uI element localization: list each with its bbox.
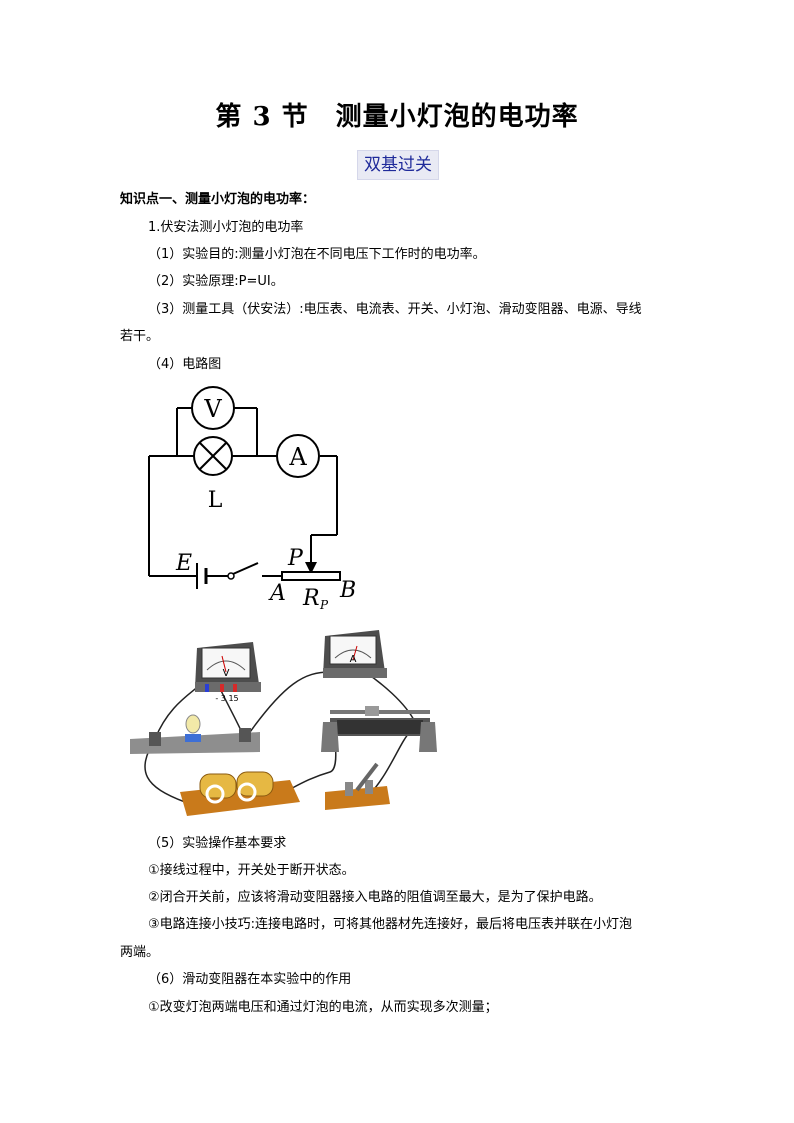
battery-box: [180, 771, 300, 816]
item-operation-3-line2: 两端。: [120, 945, 160, 960]
knowledge-point-heading: 知识点一、测量小灯泡的电功率：: [120, 192, 316, 207]
slider-arrow-icon: [305, 562, 317, 574]
rheostat-subscript: P: [319, 598, 329, 610]
source-label: E: [175, 551, 192, 576]
slider-label: P: [287, 546, 304, 571]
item-rheostat-role-1: ①改变灯泡两端电压和通过灯泡的电流，从而实现多次测量；: [148, 1000, 498, 1015]
wire: [369, 731, 411, 795]
experiment-setup-illustration: V - 3 15 A: [130, 630, 437, 816]
lamp-board: [130, 732, 260, 754]
voltmeter-face-label: V: [223, 668, 230, 679]
item-operation-3-line1: ③电路连接小技巧:连接电路时，可将其他器材先连接好，最后将电压表并联在小灯泡: [148, 917, 633, 932]
lamp-label: L: [208, 488, 223, 513]
switch-blade: [232, 562, 259, 575]
item-purpose: （1）实验目的:测量小灯泡在不同电压下工作时的电功率。: [148, 247, 486, 262]
voltmeter-device: V - 3 15: [195, 642, 261, 703]
rheostat-device: [321, 706, 437, 752]
item-operation-heading: （5）实验操作基本要求: [148, 836, 287, 851]
item-operation-1: ①接线过程中，开关处于断开状态。: [148, 863, 355, 878]
lamp-cross: [199, 442, 227, 470]
lamp-bulb-icon: [185, 714, 201, 734]
voltmeter-label: V: [203, 395, 222, 423]
switch-pivot: [227, 572, 235, 580]
terminal-post: [239, 728, 251, 742]
item-tools-line2: 若干。: [120, 329, 160, 344]
end-a-label: A: [268, 581, 286, 606]
voltmeter-terminals: - 3 15: [215, 694, 238, 703]
end-b-label: B: [339, 578, 356, 603]
item-operation-2: ②闭合开关前，应该将滑动变阻器接入电路的阻值调至最大，是为了保护电路。: [148, 890, 602, 905]
rheostat-label: R: [302, 586, 320, 610]
terminal-post: [149, 732, 161, 746]
voltmeter-symbol: [191, 386, 235, 430]
item-circuit-heading: （4）电路图: [148, 357, 222, 372]
item-rheostat-role-heading: （6）滑动变阻器在本实验中的作用: [148, 972, 352, 987]
wire: [244, 671, 331, 740]
item-principle: （2）实验原理:P=UI。: [148, 274, 284, 289]
section-badge: 双基过关: [357, 150, 439, 180]
ammeter-device: A: [323, 630, 387, 678]
page-title: 第 3 节 测量小灯泡的电功率: [215, 102, 579, 132]
circuit-diagram: V L A P E A B R P: [148, 386, 356, 610]
ammeter-symbol: [276, 434, 320, 478]
subtitle-voltammetry: 1.伏安法测小灯泡的电功率: [148, 220, 304, 235]
ammeter-label: A: [288, 443, 307, 471]
item-tools-line1: （3）测量工具（伏安法）:电压表、电流表、开关、小灯泡、滑动变阻器、电源、导线: [148, 302, 642, 317]
rheostat-symbol: [281, 571, 341, 581]
switch-device: [325, 762, 390, 810]
lamp-holder: [185, 734, 201, 742]
ammeter-face-label: A: [350, 654, 357, 665]
